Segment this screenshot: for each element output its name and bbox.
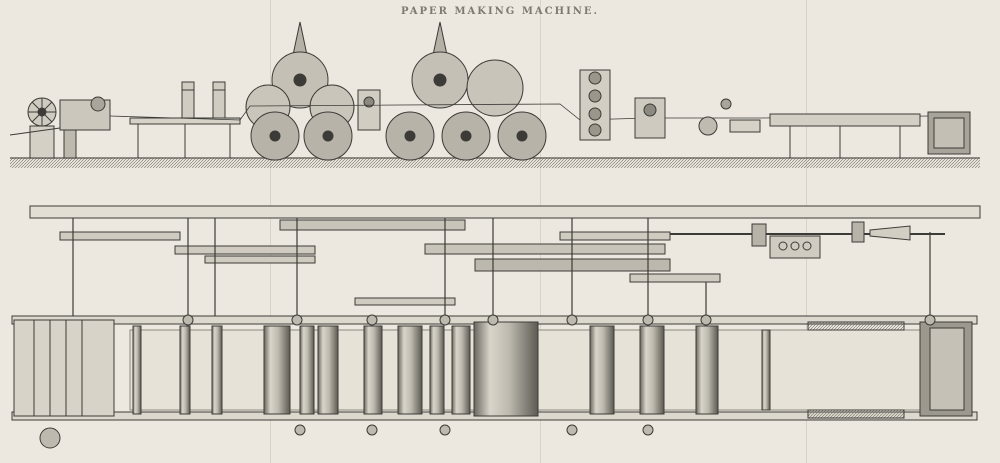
fold-line bbox=[540, 0, 541, 463]
gear-row bbox=[182, 314, 936, 436]
plate-title: PAPER MAKING MACHINE. bbox=[400, 6, 599, 17]
strainer bbox=[181, 81, 226, 119]
wire-section bbox=[13, 319, 115, 449]
line-shaft bbox=[29, 205, 981, 219]
drive-belt bbox=[559, 231, 671, 241]
engine-block bbox=[769, 235, 821, 259]
drive-belt bbox=[279, 219, 466, 231]
fold-line bbox=[806, 0, 807, 463]
plan-rollers bbox=[132, 321, 973, 419]
dryer-cylinder-group bbox=[245, 21, 355, 161]
drive-wheel bbox=[27, 97, 57, 159]
calender-stack bbox=[579, 69, 611, 141]
drive-belt bbox=[354, 297, 456, 306]
drive-belt bbox=[424, 243, 666, 255]
drive-belt bbox=[174, 245, 316, 255]
dryer-cylinder-group bbox=[385, 21, 547, 161]
drive-belt bbox=[59, 231, 181, 241]
drive-belt bbox=[204, 255, 316, 264]
fold-line bbox=[270, 0, 271, 463]
elevation-view bbox=[9, 21, 980, 168]
plan-view bbox=[11, 205, 981, 449]
drive-belt bbox=[629, 273, 721, 283]
floor-line bbox=[10, 158, 980, 168]
